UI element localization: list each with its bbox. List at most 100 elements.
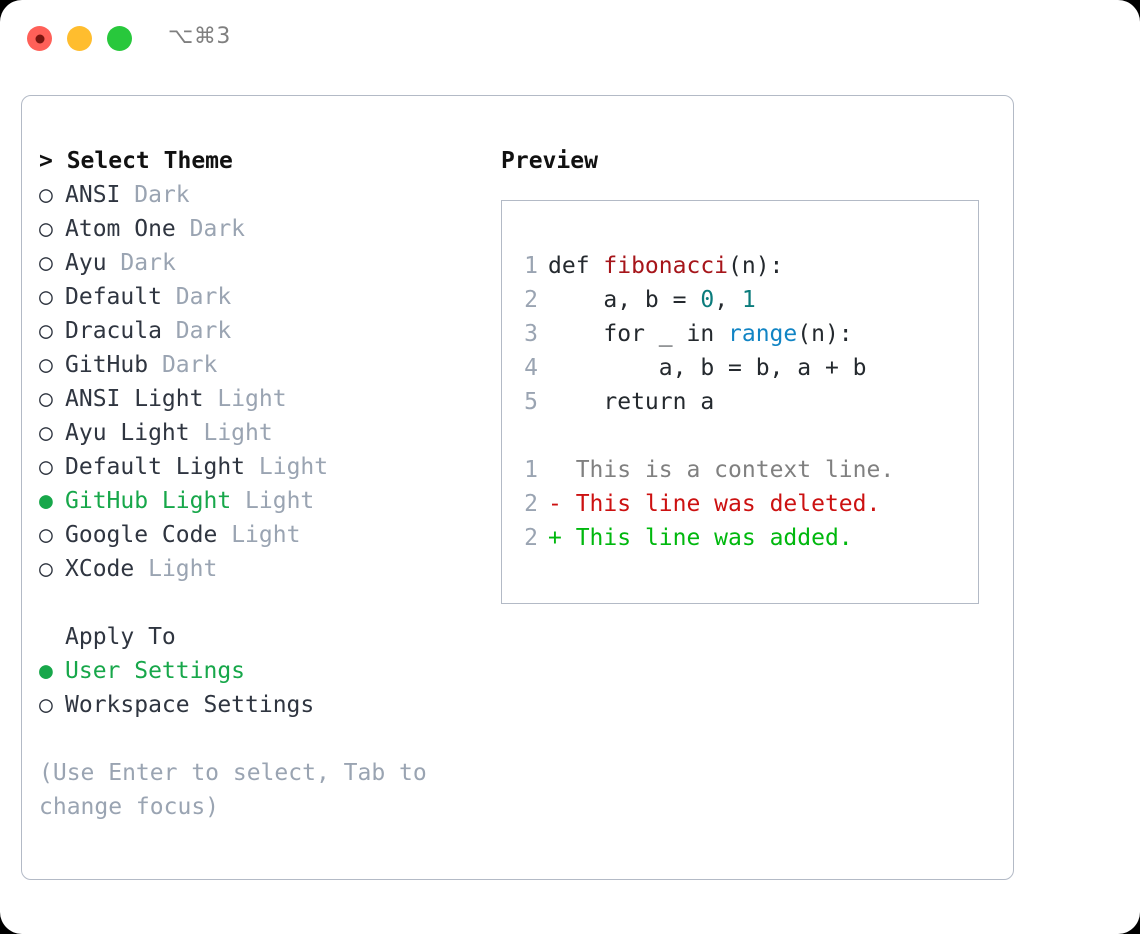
keyboard-hint-text: (Use Enter to select, Tab to change focu… bbox=[39, 760, 427, 820]
code-token-plain: return a bbox=[548, 389, 715, 415]
radio-unselected-icon: ○ bbox=[39, 352, 53, 378]
code-line-number: 2 bbox=[524, 287, 538, 313]
theme-option-github[interactable]: ○ GitHub Dark bbox=[39, 348, 489, 382]
theme-option-default[interactable]: ○ Default Dark bbox=[39, 280, 489, 314]
apply-to-option-workspace-settings[interactable]: ○ Workspace Settings bbox=[39, 688, 489, 722]
code-token-plain: a, b = bbox=[548, 287, 701, 313]
code-line-content: a, b = b, a + b bbox=[548, 351, 867, 385]
close-icon bbox=[35, 34, 44, 43]
diff-text: This line was added. bbox=[575, 525, 853, 551]
theme-option-label: Atom One bbox=[65, 216, 176, 242]
theme-option-xcode[interactable]: ○XCode Light bbox=[39, 552, 489, 586]
code-line-content: return a bbox=[548, 385, 714, 419]
diff-line-content: + This line was added. bbox=[548, 521, 853, 555]
radio-unselected-icon: ○ bbox=[39, 250, 53, 276]
preview-gap bbox=[512, 419, 972, 453]
code-token-func: fibonacci bbox=[603, 253, 729, 279]
diff-line-content: This is a context line. bbox=[548, 453, 895, 487]
theme-option-ayu-light[interactable]: ○ Ayu Light Light bbox=[39, 416, 489, 450]
theme-variant-tag: Dark bbox=[175, 284, 232, 310]
diff-line-add: 2+ This line was added. bbox=[512, 521, 972, 555]
diff-line-ctx: 1 This is a context line. bbox=[512, 453, 972, 487]
theme-variant-tag: Dark bbox=[161, 352, 218, 378]
theme-variant-tag: Dark bbox=[120, 250, 176, 276]
theme-option-github-light[interactable]: ●GitHub Light Light bbox=[39, 484, 489, 518]
theme-option-label: Default bbox=[65, 284, 162, 310]
theme-option-label: Google Code bbox=[65, 522, 218, 548]
theme-option-ayu[interactable]: ○Ayu Dark bbox=[39, 246, 489, 280]
code-token-plain: (n): bbox=[728, 253, 784, 279]
theme-variant-tag: Light bbox=[231, 522, 301, 548]
theme-list[interactable]: ○ANSI Dark○Atom One Dark○Ayu Dark○Defaul… bbox=[39, 178, 489, 586]
code-token-plain: def bbox=[548, 253, 604, 279]
apply-to-option-label: User Settings bbox=[65, 658, 246, 684]
section-spacer bbox=[39, 586, 489, 620]
diff-text: This line was deleted. bbox=[575, 491, 881, 517]
code-token-plain: (n): bbox=[797, 321, 853, 347]
apply-to-option-label: Workspace Settings bbox=[65, 692, 315, 718]
theme-variant-tag: Dark bbox=[134, 182, 190, 208]
diff-line-number: 2 bbox=[524, 491, 538, 517]
code-token-plain: , bbox=[714, 287, 742, 313]
code-line: 2 a, b = 0, 1 bbox=[512, 283, 972, 317]
radio-selected-icon: ● bbox=[39, 488, 53, 514]
radio-unselected-icon: ○ bbox=[39, 420, 53, 446]
close-button[interactable] bbox=[27, 26, 52, 51]
theme-option-label: XCode bbox=[65, 556, 135, 582]
theme-variant-tag: Light bbox=[203, 420, 273, 446]
code-line-content: for _ in range(n): bbox=[548, 317, 853, 351]
diff-text: This is a context line. bbox=[575, 457, 895, 483]
diff-marker: - bbox=[548, 491, 576, 517]
code-line-content: a, b = 0, 1 bbox=[548, 283, 756, 317]
radio-unselected-icon: ○ bbox=[39, 182, 53, 208]
radio-unselected-icon: ○ bbox=[39, 522, 53, 548]
radio-unselected-icon: ○ bbox=[39, 692, 53, 718]
radio-unselected-icon: ○ bbox=[39, 284, 53, 310]
theme-variant-tag: Light bbox=[245, 488, 315, 514]
window-shortcut-label: ⌥⌘3 bbox=[168, 24, 231, 49]
theme-picker-pane: > Select Theme ○ANSI Dark○Atom One Dark○… bbox=[39, 144, 489, 824]
theme-variant-tag: Dark bbox=[175, 318, 232, 344]
theme-option-label: ANSI bbox=[65, 182, 121, 208]
apply-to-list[interactable]: ● User Settings ○ Workspace Settings bbox=[39, 654, 489, 722]
diff-line-content: - This line was deleted. bbox=[548, 487, 880, 521]
theme-option-ansi-light[interactable]: ○ ANSI Light Light bbox=[39, 382, 489, 416]
code-token-builtin: range bbox=[728, 321, 798, 347]
theme-option-label: ANSI Light bbox=[65, 386, 204, 412]
preview-title: Preview bbox=[501, 148, 598, 174]
diff-line-number: 1 bbox=[524, 457, 538, 483]
code-token-plain: for _ in bbox=[548, 321, 729, 347]
theme-variant-tag: Light bbox=[258, 454, 329, 480]
code-token-num: 1 bbox=[741, 287, 756, 313]
apply-to-option-user-settings[interactable]: ● User Settings bbox=[39, 654, 489, 688]
diff-marker bbox=[548, 457, 576, 483]
code-line: 3 for _ in range(n): bbox=[512, 317, 972, 351]
code-token-plain: a, b = b, a + b bbox=[548, 355, 867, 381]
radio-unselected-icon: ○ bbox=[39, 386, 53, 412]
radio-selected-icon: ● bbox=[39, 658, 53, 684]
theme-option-label: Default Light bbox=[65, 454, 246, 480]
minimize-button[interactable] bbox=[67, 26, 92, 51]
theme-option-label: Ayu Light bbox=[65, 420, 190, 446]
theme-option-atom-one[interactable]: ○Atom One Dark bbox=[39, 212, 489, 246]
code-line: 5 return a bbox=[512, 385, 972, 419]
theme-variant-tag: Light bbox=[217, 386, 287, 412]
theme-option-dracula[interactable]: ○Dracula Dark bbox=[39, 314, 489, 348]
diff-marker: + bbox=[548, 525, 576, 551]
theme-option-label: GitHub bbox=[65, 352, 149, 378]
theme-option-default-light[interactable]: ○Default Light Light bbox=[39, 450, 489, 484]
maximize-button[interactable] bbox=[107, 26, 132, 51]
radio-unselected-icon: ○ bbox=[39, 556, 53, 582]
apply-to-header: Apply To bbox=[65, 624, 176, 650]
dialog-card: > Select Theme ○ANSI Dark○Atom One Dark○… bbox=[21, 95, 1014, 880]
code-token-num: 0 bbox=[700, 287, 715, 313]
title-bar: ⌥⌘3 bbox=[0, 0, 1140, 76]
code-line-number: 1 bbox=[524, 253, 538, 279]
theme-option-google-code[interactable]: ○ Google Code Light bbox=[39, 518, 489, 552]
theme-option-ansi[interactable]: ○ ANSI Dark bbox=[39, 178, 489, 212]
diff-line-del: 2- This line was deleted. bbox=[512, 487, 972, 521]
